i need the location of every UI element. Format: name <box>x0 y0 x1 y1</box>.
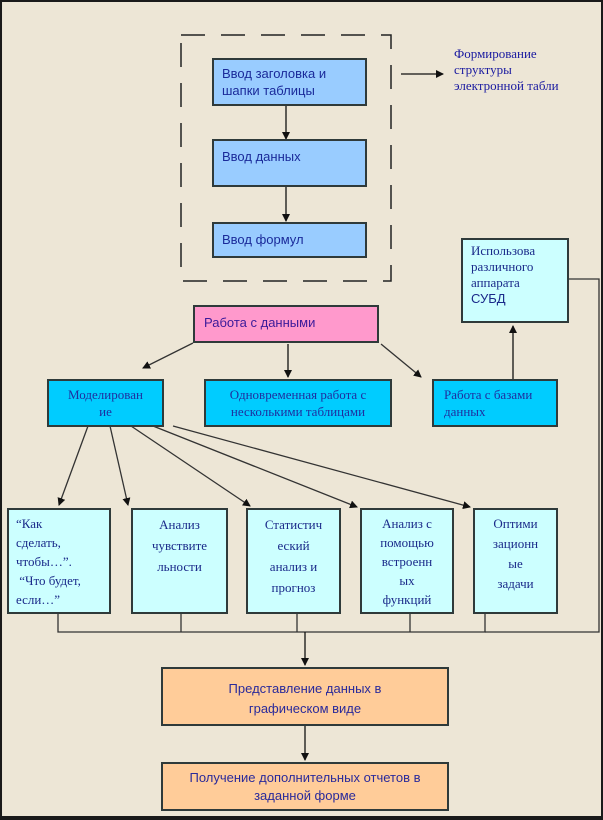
box-line: несколькими таблицами <box>230 404 366 419</box>
box-line: заданной форме <box>254 788 356 803</box>
modeling-box: Моделирован ие <box>47 379 164 427</box>
box-line: Представление данных в <box>228 681 382 696</box>
box-line: Анализ <box>159 517 200 532</box>
box-line: “Как <box>16 516 43 531</box>
box-line: Одновременная работа с <box>229 387 367 402</box>
optimization-box: Оптими зационн ые задачи <box>473 508 558 614</box>
table-structure-caption: Формирование структуры электронной табли <box>454 46 559 94</box>
arrow-modeling-to-sensitivity <box>109 425 131 506</box>
graphical-view-box: Представление данных в графическом виде <box>161 667 449 726</box>
box-line: Анализ с <box>382 516 432 531</box>
databases-box: Работа с базами данных <box>432 379 558 427</box>
box-line: ые <box>508 556 523 571</box>
box-line: встроенн <box>381 554 433 569</box>
box-line: Использова <box>471 243 536 258</box>
box-line: помощью <box>380 535 434 550</box>
arrow-work-to-databases <box>380 343 422 378</box>
caption-line: структуры <box>454 62 512 77</box>
box-line: еский <box>277 538 310 553</box>
work-with-data-box: Работа с данными <box>193 305 379 343</box>
dbms-box: Использова различного аппарата СУБД <box>461 238 569 323</box>
box-line: чтобы…”. <box>16 554 72 569</box>
box-line: анализ и <box>269 559 318 574</box>
collector-line <box>57 614 486 633</box>
box-line: данных <box>444 404 486 419</box>
caption-line: Формирование <box>454 46 537 61</box>
box-line: льности <box>157 559 202 574</box>
box-line: ых <box>399 573 415 588</box>
box-line: различного <box>471 259 534 274</box>
builtin-functions-box: Анализ с помощью встроенн ых функций <box>360 508 454 614</box>
box-line: Получение дополнительных отчетов в <box>189 770 421 785</box>
data-input-box: Ввод данных <box>212 139 367 187</box>
input-group-dashed-border <box>180 34 392 282</box>
box-line: Работа с данными <box>204 315 316 330</box>
box-line: “Что будет, <box>16 573 81 588</box>
box-line: функций <box>382 592 432 607</box>
box-line: сделать, <box>16 535 61 550</box>
box-line: Работа с базами <box>444 387 533 402</box>
box-line: чувствите <box>151 538 208 553</box>
arrow-modeling-to-statistics <box>130 425 251 507</box>
box-line: шапки таблицы <box>222 83 315 98</box>
box-line: Оптими <box>493 516 538 531</box>
box-line: Ввод данных <box>222 149 301 164</box>
box-line: аппарата <box>471 275 520 290</box>
box-line: Ввод формул <box>222 232 304 247</box>
box-line: если…” <box>16 592 61 607</box>
arrow-modeling-to-optimization <box>172 425 471 510</box>
arrow-work-to-modeling <box>142 342 194 369</box>
box-line: прогноз <box>271 580 316 595</box>
dbms-bypass-line <box>485 278 600 633</box>
box-line: Статистич <box>264 517 323 532</box>
sensitivity-box: Анализ чувствите льности <box>131 508 228 614</box>
box-line: графическом виде <box>248 701 362 716</box>
formula-input-box: Ввод формул <box>212 222 367 258</box>
box-line: задачи <box>497 576 534 591</box>
additional-reports-box: Получение дополнительных отчетов в задан… <box>161 762 449 811</box>
statistics-box: Статистич еский анализ и прогноз <box>246 508 341 614</box>
box-line: Ввод заголовка и <box>222 66 327 81</box>
box-line: зационн <box>492 536 539 551</box>
connectors <box>57 34 600 761</box>
header-input-box: Ввод заголовка и шапки таблицы <box>212 58 367 106</box>
box-line: Моделирован <box>68 387 143 402</box>
multi-table-box: Одновременная работа с несколькими табли… <box>204 379 392 427</box>
caption-line: электронной табли <box>454 78 559 93</box>
what-if-box: “Как сделать, чтобы…”. “Что будет, если…… <box>7 508 111 614</box>
box-line: ие <box>99 404 112 419</box>
box-line: СУБД <box>471 291 506 306</box>
arrow-modeling-to-builtin <box>152 425 358 509</box>
arrow-modeling-to-whatif <box>57 425 89 506</box>
